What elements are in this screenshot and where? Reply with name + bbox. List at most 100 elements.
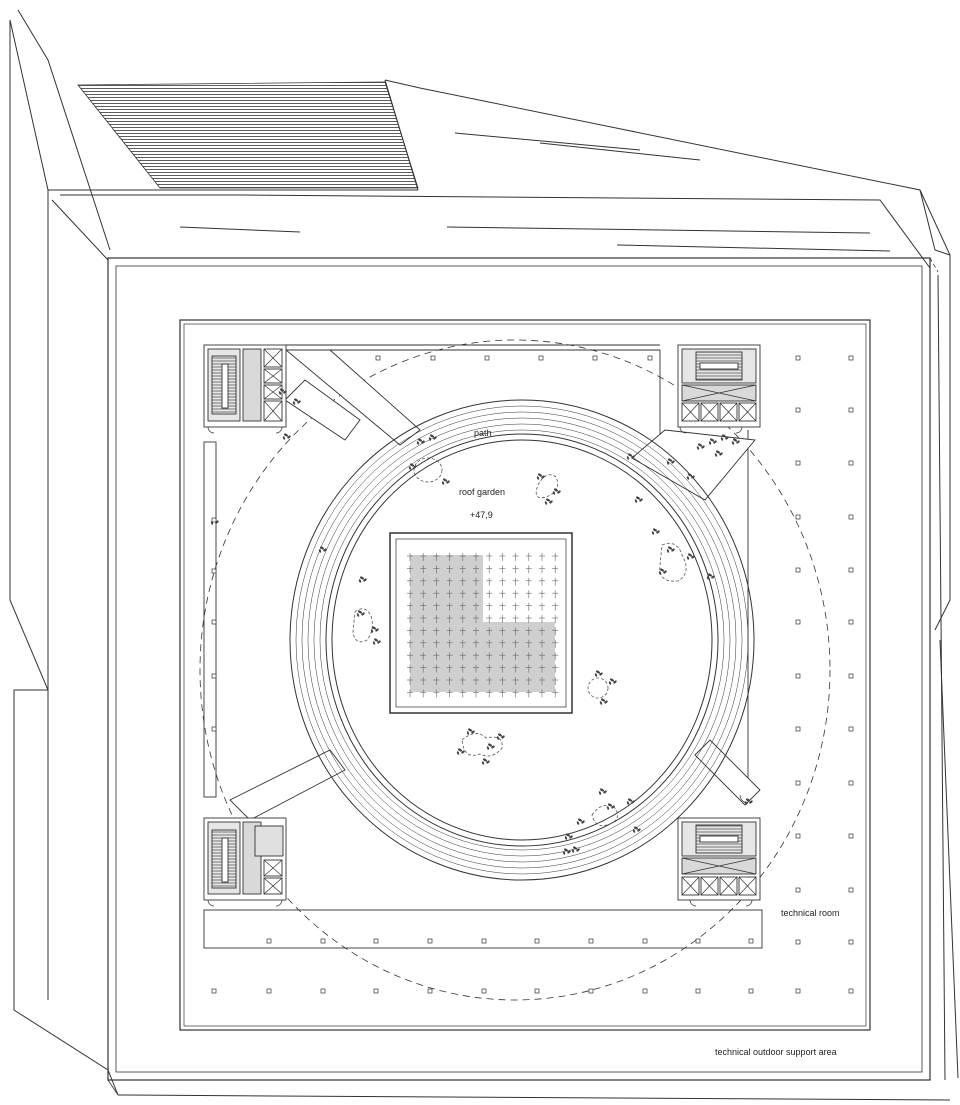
- grid-tick: [525, 590, 532, 599]
- lift-cross: [681, 857, 757, 875]
- roof-marker: [534, 988, 540, 994]
- leaf-cluster: [576, 818, 585, 825]
- grid-tick: [446, 602, 453, 611]
- grid-tick: [512, 590, 519, 599]
- grid-tick: [512, 664, 519, 673]
- grid-tick: [552, 639, 559, 648]
- grid-tick: [512, 627, 519, 636]
- grid-tick: [407, 577, 413, 586]
- leaf-cluster: [318, 546, 327, 553]
- leaf-cluster: [356, 610, 365, 617]
- grid-tick: [407, 664, 413, 673]
- grid-tick: [552, 652, 559, 661]
- leaf-cluster: [606, 803, 615, 810]
- grid-tick: [446, 553, 453, 561]
- grid-tick: [459, 615, 466, 623]
- leaf-cluster: [658, 568, 667, 575]
- grid-tick: [512, 553, 519, 561]
- grid-tick: [407, 602, 413, 611]
- lift-cross: [738, 876, 757, 896]
- grid-tick: [539, 577, 545, 586]
- grid-tick: [473, 689, 479, 698]
- grid-tick: [473, 639, 479, 648]
- grid-tick: [525, 652, 532, 661]
- leaf-cluster: [278, 388, 287, 395]
- lift-cross: [738, 402, 757, 422]
- grid-tick: [420, 615, 427, 623]
- leaf-cluster: [696, 443, 705, 450]
- inner-parapet: [179, 319, 871, 1031]
- core-bottom-left: [203, 817, 287, 901]
- grid-tick: [539, 602, 545, 611]
- lift-cross: [681, 876, 700, 896]
- grid-tick: [486, 677, 493, 685]
- leaf-cluster: [666, 458, 675, 465]
- grid-tick: [473, 577, 479, 586]
- grid-tick: [433, 590, 440, 599]
- leaf-cluster: [481, 758, 490, 765]
- roof-marker: [848, 887, 854, 893]
- grid-tick: [486, 627, 493, 636]
- label-technical-room: technical room: [781, 908, 840, 918]
- grid-tick: [486, 664, 493, 673]
- roof-marker: [848, 619, 854, 625]
- roof-marker: [795, 726, 801, 732]
- leaf-cluster: [564, 833, 573, 840]
- leaf-cluster: [599, 698, 608, 705]
- roof-marker: [211, 619, 217, 625]
- roof-marker: [795, 567, 801, 573]
- roof-marker: [211, 726, 217, 732]
- lift-cross: [700, 402, 719, 422]
- plant-foliage: [210, 388, 753, 855]
- roof-marker: [795, 780, 801, 786]
- grid-tick: [552, 553, 559, 561]
- grid-tick: [499, 652, 506, 661]
- leaf-cluster: [282, 433, 291, 440]
- grid-tick: [539, 652, 545, 661]
- lift-cross: [719, 876, 738, 896]
- grid-tick: [552, 602, 559, 611]
- roof-marker: [795, 619, 801, 625]
- grid-tick: [473, 677, 479, 685]
- leaf-cluster: [608, 678, 617, 685]
- grid-tick: [420, 689, 427, 698]
- grid-tick: [499, 615, 506, 623]
- grid-tick: [512, 602, 519, 611]
- roof-marker: [848, 673, 854, 679]
- grid-tick: [512, 677, 519, 685]
- grid-tick: [420, 652, 427, 661]
- roof-marker: [795, 460, 801, 466]
- grid-tick: [486, 652, 493, 661]
- roof-marker: [538, 355, 544, 361]
- grid-tick: [552, 689, 559, 698]
- grid-tick: [420, 553, 427, 561]
- grid-tick: [499, 602, 506, 611]
- roof-marker: [795, 355, 801, 361]
- roof-marker: [373, 938, 379, 944]
- grid-tick: [407, 689, 413, 698]
- grid-tick: [539, 565, 545, 574]
- lift-cross: [263, 877, 283, 895]
- roof-marker: [748, 938, 754, 944]
- grid-tick: [433, 639, 440, 648]
- roof-marker: [795, 673, 801, 679]
- grid-tick: [420, 565, 427, 574]
- grid-tick: [539, 639, 545, 648]
- grid-tick: [512, 639, 519, 648]
- grid-tick: [420, 577, 427, 586]
- grid-tick: [446, 639, 453, 648]
- grid-tick: [407, 590, 413, 599]
- roof-marker: [848, 988, 854, 994]
- lift-cross: [263, 384, 283, 400]
- grid-tick: [407, 565, 413, 574]
- leaf-cluster: [416, 438, 425, 445]
- grid-tick: [499, 553, 506, 561]
- roof-marker: [373, 988, 379, 994]
- grid-tick: [459, 689, 466, 698]
- roof-marker: [795, 988, 801, 994]
- grid-tick: [539, 689, 545, 698]
- roof-marker: [427, 988, 433, 994]
- grid-tick: [525, 639, 532, 648]
- striped-roof-hatch: [77, 81, 419, 189]
